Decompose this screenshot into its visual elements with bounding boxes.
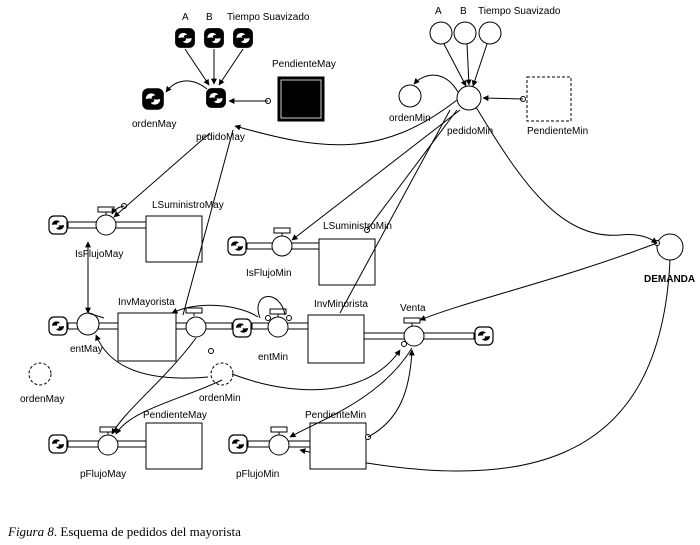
label-orden-min-ghost: ordenMin	[199, 393, 241, 404]
source-cloud-isflujomin-icon	[227, 236, 247, 256]
inv-mayorista-outflow-valve	[185, 316, 207, 338]
label-orden-may-ghost: ordenMay	[20, 394, 64, 405]
pendiente-may-top-box	[277, 76, 325, 122]
label-a-right: A	[435, 6, 442, 17]
pendiente-min-stock	[309, 422, 367, 470]
pendiente-min-top-box	[526, 76, 572, 122]
label-is-flujo-may: IsFlujoMay	[75, 249, 123, 260]
orden-may-top-icon	[142, 88, 164, 110]
is-flujo-min-row: IsFlujoMin LSuministroMin	[227, 109, 461, 286]
top-left-group: A B Tiempo Suavizado pedidoMay ordenMay …	[132, 12, 336, 143]
p-flujo-min-valve	[268, 434, 290, 456]
constant-tiempo-left-icon	[233, 28, 253, 48]
label-orden-may-top: ordenMay	[132, 119, 176, 130]
label-b-left: B	[206, 12, 213, 23]
constant-a-right	[429, 21, 453, 45]
label-pendiente-may-bottom: PendienteMay	[143, 410, 207, 421]
constant-tiempo-right	[478, 21, 502, 45]
label-demanda: DEMANDA	[644, 274, 695, 285]
label-lsuministro-may: LSuministroMay	[152, 200, 224, 211]
caption-text: . Esquema de pedidos del mayorista	[53, 524, 241, 539]
is-flujo-min-valve	[271, 235, 293, 257]
label-b-right: B	[460, 6, 467, 17]
ent-min-valve	[267, 316, 289, 338]
p-flujo-may-valve	[97, 434, 119, 456]
is-flujo-may-valve	[95, 214, 117, 236]
caption-figure-number: Figura 8	[8, 524, 54, 539]
constant-b-left-icon	[204, 28, 224, 48]
label-ent-may: entMay	[70, 344, 103, 355]
p-flujo-may-row: pFlujoMay PendienteMay	[48, 337, 223, 480]
orden-min-ghost	[210, 362, 234, 386]
source-cloud-isflujomay-icon	[48, 215, 68, 235]
source-cloud-pflujomay-icon	[48, 434, 68, 454]
label-tiempo-suavizado-right: Tiempo Suavizado	[478, 6, 561, 17]
demanda-group: DEMANDA	[299, 106, 695, 472]
inventory-chain: entMay InvMayorista entMin InvMinorista …	[48, 109, 494, 364]
lsuministro-may-stock	[145, 215, 203, 263]
label-inv-mayorista: InvMayorista	[118, 297, 175, 308]
label-venta: Venta	[400, 303, 426, 314]
inv-minorista-stock	[307, 314, 365, 364]
lsuministro-min-stock	[318, 238, 376, 286]
label-ent-min: entMin	[258, 352, 288, 363]
figure-caption: Figura 8. Esquema de pedidos del mayoris…	[8, 524, 241, 540]
label-pendiente-min-bottom: PendienteMin	[305, 410, 366, 421]
demanda-node	[656, 233, 684, 261]
label-inv-minorista: InvMinorista	[314, 299, 368, 310]
is-flujo-may-row: IsFlujoMay LSuministroMay	[48, 132, 224, 263]
p-flujo-min-row: pFlujoMin PendienteMin	[228, 347, 415, 480]
constant-b-right	[453, 21, 477, 45]
constant-a-left-icon	[175, 28, 195, 48]
pedido-may-icon	[206, 88, 226, 108]
label-is-flujo-min: IsFlujoMin	[246, 268, 292, 279]
cloud-between-icon	[232, 318, 252, 338]
inv-mayorista-stock	[117, 312, 177, 362]
label-a-left: A	[182, 12, 189, 23]
label-pendiente-may-top: PendienteMay	[272, 59, 336, 70]
label-p-flujo-may: pFlujoMay	[80, 469, 126, 480]
stock-flow-diagram: A B Tiempo Suavizado pedidoMay ordenMay …	[20, 6, 695, 480]
orden-may-ghost	[28, 362, 52, 386]
venta-valve	[403, 325, 425, 347]
label-p-flujo-min: pFlujoMin	[236, 469, 279, 480]
ghost-nodes: ordenMay ordenMin	[20, 334, 401, 405]
label-pendiente-min-top: PendienteMin	[527, 126, 588, 137]
label-pedido-min: pedidoMin	[447, 126, 493, 137]
ent-may-valve	[76, 312, 100, 336]
orden-min-top-node	[398, 84, 422, 108]
label-orden-min-top: ordenMin	[389, 113, 431, 124]
top-right-group: A B Tiempo Suavizado pedidoMin ordenMin …	[389, 6, 588, 137]
pedido-min-node	[456, 85, 482, 111]
label-tiempo-suavizado-left: Tiempo Suavizado	[227, 12, 310, 23]
source-cloud-entmay-icon	[48, 316, 68, 336]
label-pedido-may: pedidoMay	[196, 132, 245, 143]
source-cloud-pflujomin-icon	[228, 434, 248, 454]
sink-cloud-venta-icon	[474, 326, 494, 346]
label-lsuministro-min: LSuministroMin	[323, 221, 392, 232]
pendiente-may-stock	[145, 422, 203, 470]
